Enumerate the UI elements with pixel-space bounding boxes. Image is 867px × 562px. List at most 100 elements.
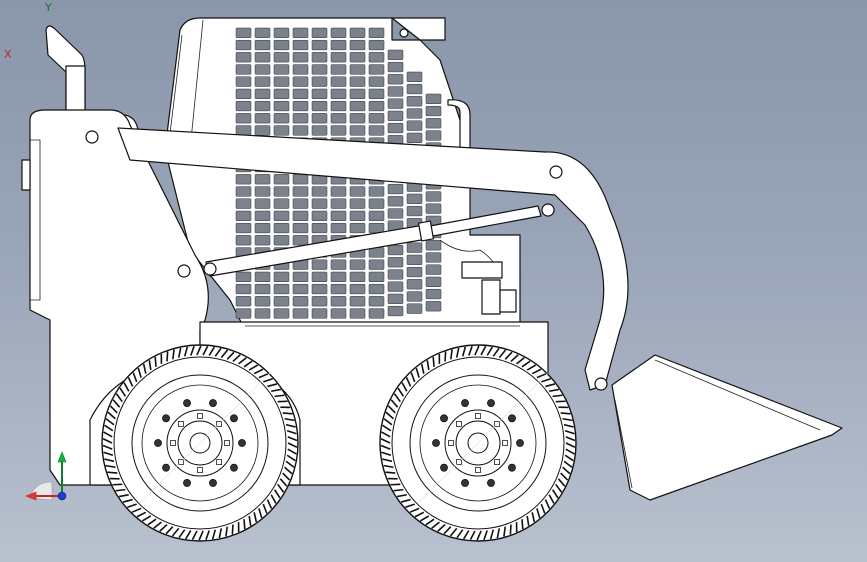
tire-tread <box>380 345 576 541</box>
grille-slot <box>273 210 290 221</box>
grille-slot <box>406 108 423 119</box>
grille-slot <box>330 100 347 112</box>
lug-hole <box>183 399 191 407</box>
grille-slot <box>387 244 404 256</box>
grille-slot <box>368 283 385 295</box>
grille-slot <box>330 39 347 51</box>
lug-hole <box>154 439 162 447</box>
grille-slot <box>235 113 252 124</box>
grille-slot <box>292 186 309 197</box>
grille-slot <box>254 222 271 234</box>
grille-slot <box>406 303 423 314</box>
grille-slot <box>254 100 271 112</box>
grille-slot <box>311 125 328 136</box>
grille-slot <box>387 49 404 60</box>
grille-slot <box>235 88 252 99</box>
grille-slot <box>273 39 290 51</box>
rear-wheel[interactable] <box>101 344 299 542</box>
grille-slot <box>406 96 423 107</box>
hydraulic-fittings <box>439 239 517 315</box>
grille-slot <box>311 88 328 99</box>
grille-slot <box>273 125 290 136</box>
front-wheel[interactable] <box>379 344 577 542</box>
tire-tread <box>102 345 298 541</box>
y-axis-label: Y <box>45 1 52 14</box>
grille-slot <box>235 235 252 246</box>
grille-slot <box>235 308 252 319</box>
wheels[interactable] <box>101 344 577 542</box>
grille-slot <box>254 125 271 136</box>
lug-hole <box>162 463 170 472</box>
grille-slot <box>330 210 347 221</box>
grille-slot <box>254 186 271 197</box>
bucket[interactable] <box>611 354 843 501</box>
grille-slot <box>235 39 252 51</box>
grille-slot <box>406 205 423 217</box>
grille-slot <box>349 125 366 136</box>
grille-slot <box>254 39 271 51</box>
grille-slot <box>311 113 328 124</box>
grille-slot <box>368 259 385 270</box>
grille-slot <box>349 259 366 270</box>
grille-slot <box>330 125 347 136</box>
grille-slot <box>406 266 423 278</box>
grille-slot <box>235 296 252 307</box>
grille-slot <box>387 74 404 85</box>
lug-hole <box>461 399 469 407</box>
grille-slot <box>292 88 309 99</box>
grille-slot <box>292 52 309 63</box>
grille-slot <box>387 257 404 268</box>
grille-slot <box>368 113 385 124</box>
lift-cylinder[interactable] <box>203 205 542 277</box>
grille-slot <box>368 64 385 75</box>
grille-slot <box>368 125 385 136</box>
grille-slot <box>292 100 309 112</box>
grille-slot <box>235 283 252 295</box>
hub-stud <box>197 467 203 473</box>
grille-slot <box>292 198 309 209</box>
grille-slot <box>292 271 309 282</box>
lug-hole <box>162 414 170 423</box>
grille-slot <box>273 64 290 75</box>
grille-slot <box>254 210 271 221</box>
grille-slot <box>235 27 252 38</box>
grille-slot <box>254 283 271 295</box>
grille-slot <box>387 61 404 73</box>
grille-slot <box>406 279 423 290</box>
grille-slot <box>311 259 328 270</box>
hub-stud <box>170 440 176 446</box>
grille-slot <box>311 76 328 87</box>
grille-slot <box>330 52 347 63</box>
grille-slot <box>273 100 290 112</box>
grille-slot <box>292 283 309 295</box>
rim-highlight <box>139 372 271 504</box>
grille-slot <box>349 271 366 282</box>
grille-slot <box>235 222 252 234</box>
grille-slot <box>330 186 347 197</box>
lug-hole <box>508 414 516 423</box>
grille-slot <box>349 64 366 75</box>
grille-slot <box>330 27 347 38</box>
grille-slot <box>368 52 385 63</box>
grille-slot <box>406 291 423 302</box>
grille-slot <box>368 186 385 197</box>
grille-slot <box>387 122 404 134</box>
grille-slot <box>235 76 252 87</box>
grille-slot <box>254 308 271 319</box>
grille-slot <box>349 283 366 295</box>
grille-slot <box>349 186 366 197</box>
grille-slot <box>425 191 442 202</box>
grille-slot <box>254 64 271 75</box>
grille-slot <box>406 242 423 253</box>
grille-slot <box>349 296 366 307</box>
hub-stud <box>494 459 500 465</box>
hub-stud <box>216 459 222 465</box>
lift-arm[interactable] <box>117 127 629 391</box>
grille-slot <box>349 222 366 234</box>
grille-slot <box>387 208 404 219</box>
hub-stud <box>502 440 508 446</box>
grille-slot <box>387 305 404 317</box>
grille-slot <box>387 110 404 121</box>
